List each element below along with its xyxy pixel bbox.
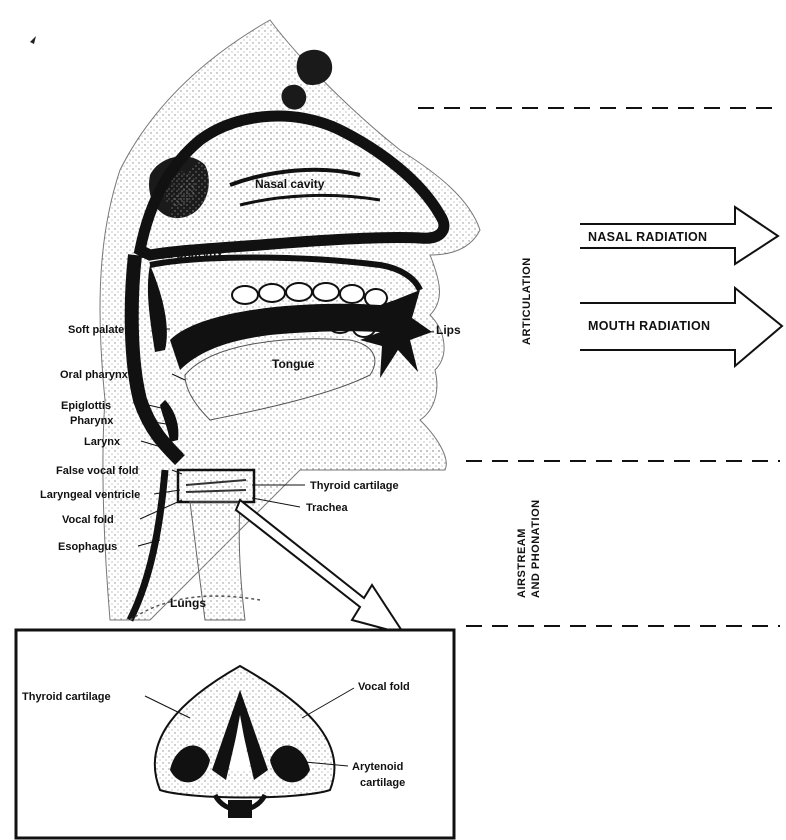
label-lungs: Lungs bbox=[170, 596, 206, 610]
label-vocal-fold: Vocal fold bbox=[62, 514, 114, 526]
label-thyroid-cartilage: Thyroid cartilage bbox=[310, 480, 399, 492]
zoom-arrow bbox=[236, 500, 404, 634]
section-dividers bbox=[418, 108, 780, 626]
label-trachea: Trachea bbox=[306, 502, 348, 514]
inset-label-thyroid-cartilage: Thyroid cartilage bbox=[22, 691, 111, 703]
label-larynx: Larynx bbox=[84, 436, 121, 448]
mouth-radiation-label: MOUTH RADIATION bbox=[588, 319, 710, 333]
label-nasal-cavity: Nasal cavity bbox=[255, 177, 325, 191]
label-esophagus: Esophagus bbox=[58, 541, 117, 553]
stray-mark bbox=[30, 36, 36, 44]
label-lips: Lips bbox=[436, 323, 461, 337]
inset-label-arytenoid-line2: cartilage bbox=[360, 777, 405, 789]
head-section bbox=[100, 20, 480, 620]
section-articulation-label: ARTICULATION bbox=[521, 257, 533, 345]
label-false-vocal-fold: False vocal fold bbox=[56, 465, 139, 477]
label-epiglottis: Epiglottis bbox=[61, 400, 111, 412]
label-nasal-pharynx: Nasal pharynx bbox=[141, 247, 223, 261]
inset-bottom-block bbox=[228, 800, 252, 818]
label-pharynx: Pharynx bbox=[70, 415, 114, 427]
mouth-radiation-arrow: MOUTH RADIATION bbox=[580, 288, 782, 366]
section-airstream-label-line1: AIRSTREAM bbox=[516, 528, 528, 598]
label-oral-pharynx: Oral pharynx bbox=[60, 369, 129, 381]
larynx-inset: Thyroid cartilage Vocal fold Arytenoid c… bbox=[16, 630, 454, 838]
label-soft-palate: Soft palate bbox=[68, 324, 124, 336]
section-airstream-label-line2: AND PHONATION bbox=[530, 499, 542, 598]
inset-label-vocal-fold: Vocal fold bbox=[358, 681, 410, 693]
nasal-radiation-arrow: NASAL RADIATION bbox=[580, 207, 778, 264]
inset-label-arytenoid-line1: Arytenoid bbox=[352, 761, 403, 773]
nasal-radiation-label: NASAL RADIATION bbox=[588, 230, 707, 244]
label-tongue: Tongue bbox=[272, 357, 315, 371]
frontal-sinus bbox=[297, 50, 333, 85]
label-laryngeal-ventricle: Laryngeal ventricle bbox=[40, 489, 140, 501]
